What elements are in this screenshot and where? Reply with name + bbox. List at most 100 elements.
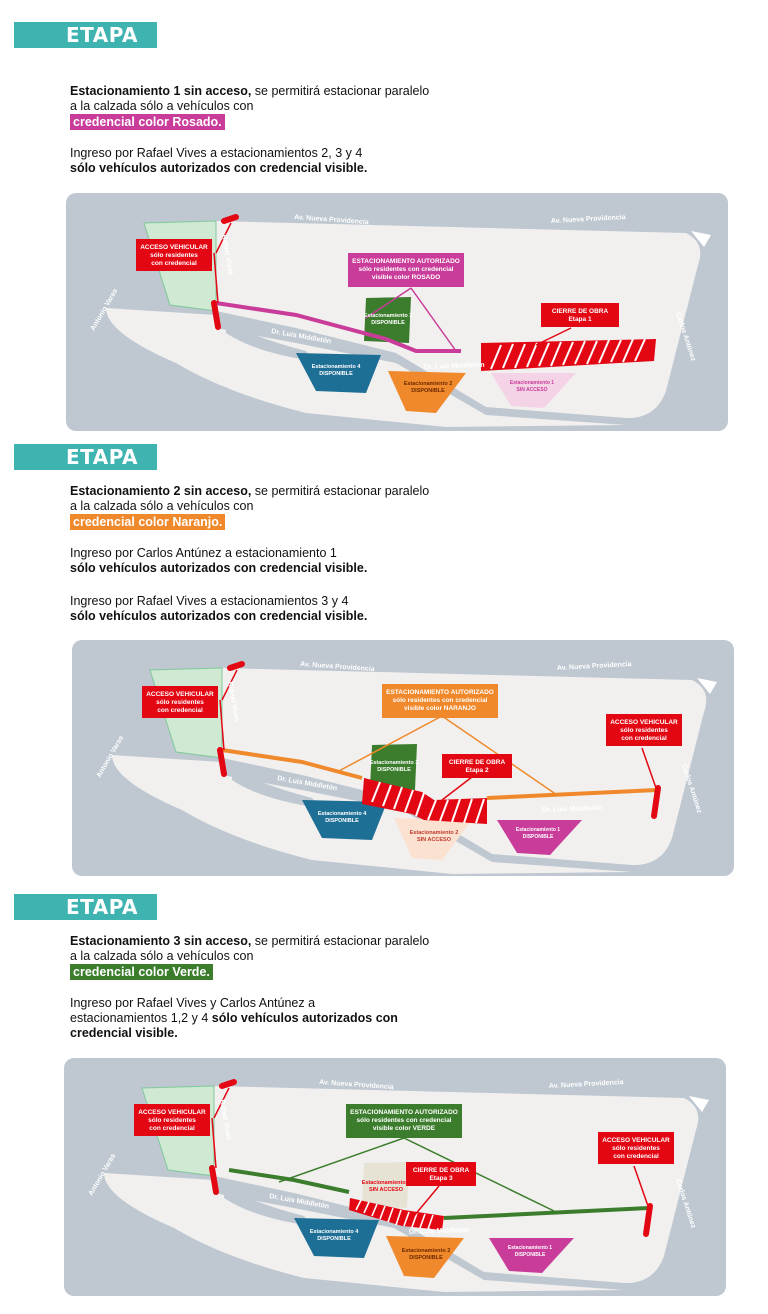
- street-av-nueva-providencia-2: Av. Nueva Providencia: [557, 661, 632, 672]
- street-luis-middleton-2: Dr. Luis Middletón: [424, 362, 485, 371]
- closure-box-line-2: Etapa 3: [429, 1175, 453, 1182]
- lot-3-status: DISPONIBLE: [377, 767, 411, 773]
- closure-box-line-2: Etapa 2: [465, 767, 489, 774]
- lot-3-name: Estacionamiento 3: [370, 760, 419, 766]
- lot-3: [362, 1162, 409, 1208]
- authorized-box-line-2: sólo residentes con credencial: [392, 697, 487, 704]
- lot-2-status: DISPONIBLE: [411, 388, 445, 394]
- lot-4-status: DISPONIBLE: [317, 1236, 351, 1242]
- stage-1-map: ACCESO VEHICULAR sólo residentes con cre…: [66, 193, 728, 431]
- authorized-box-line-2: sólo residentes con credencial: [358, 266, 453, 273]
- closure-box-line-1: CIERRE DE OBRA: [413, 1167, 470, 1174]
- orange-route-east: [486, 788, 658, 800]
- access-box-line-2: sólo residentes: [150, 252, 198, 259]
- stage-3-credential-badge: credencial color Verde.: [70, 964, 213, 980]
- closure-box-line-1: CIERRE DE OBRA: [449, 759, 506, 766]
- lot-4: [294, 1218, 379, 1258]
- closure-box-line-2: Etapa 1: [568, 316, 592, 323]
- authorized-box-line-1: ESTACIONAMIENTO AUTORIZADO: [386, 689, 494, 696]
- access-box-2-line-2: sólo residentes: [612, 1145, 660, 1152]
- lot-2: [386, 1236, 464, 1278]
- stage-2-access-note-1: sólo vehículos autorizados con credencia…: [70, 561, 368, 575]
- stage-1-credential-badge: credencial color Rosado.: [70, 114, 225, 130]
- lot-2-status: DISPONIBLE: [409, 1255, 443, 1261]
- stage-2-access-note-2: sólo vehículos autorizados con credencia…: [70, 609, 368, 623]
- street-av-nueva-providencia-2: Av. Nueva Providencia: [551, 214, 626, 225]
- lot-1: [497, 820, 582, 855]
- stage-3-rest: se permitirá estacionar paralelo a la ca…: [70, 934, 430, 963]
- lot-1: [491, 373, 576, 408]
- lot-4-name: Estacionamiento 4: [312, 364, 362, 370]
- lot-3-status: SIN ACCESO: [369, 1187, 404, 1193]
- street-luis-middleton-2: Dr. Luis Middletón: [409, 1227, 470, 1236]
- authorized-box-line-3: visible color ROSADO: [372, 274, 440, 281]
- access-box-line-3: con credencial: [157, 707, 203, 714]
- lot-1-status: DISPONIBLE: [523, 834, 554, 840]
- lot-2: [394, 818, 472, 860]
- authorized-box-line-1: ESTACIONAMIENTO AUTORIZADO: [352, 258, 460, 265]
- stage-2-paragraph-2: Ingreso por Carlos Antúnez a estacionami…: [70, 546, 430, 576]
- street-av-nueva-providencia-2: Av. Nueva Providencia: [549, 1079, 624, 1090]
- lot-3: [364, 297, 411, 343]
- stage-1-paragraph-1: Estacionamiento 1 sin acceso, se permiti…: [70, 84, 430, 130]
- stage-2-rest: se permitirá estacionar paralelo a la ca…: [70, 484, 430, 513]
- access-box-line-3: con credencial: [149, 1125, 195, 1132]
- closure-box-line-1: CIERRE DE OBRA: [552, 308, 609, 315]
- lot-2-name: Estacionamiento 2: [402, 1248, 451, 1254]
- lot-2-name: Estacionamiento 2: [410, 830, 459, 836]
- lot-4: [296, 353, 381, 393]
- stage-2-lead: Estacionamiento 2 sin acceso,: [70, 484, 252, 498]
- access-box-2-line-1: ACCESO VEHICULAR: [610, 719, 678, 726]
- stage-2-title: ETAPA 2: [14, 444, 157, 495]
- authorized-box-line-1: ESTACIONAMIENTO AUTORIZADO: [350, 1109, 458, 1116]
- stage-3-map: ACCESO VEHICULAR sólo residentes con cre…: [64, 1058, 726, 1296]
- stage-1-access-line: Ingreso por Rafael Vives a estacionamien…: [70, 146, 363, 160]
- lot-4: [302, 800, 387, 840]
- lot-4-name: Estacionamiento 4: [310, 1229, 360, 1235]
- access-box-line-3: con credencial: [151, 260, 197, 267]
- access-box-2-line-3: con credencial: [613, 1153, 659, 1160]
- closure-hatch: [349, 1198, 444, 1230]
- lot-2-status: SIN ACCESO: [417, 837, 452, 843]
- lot-1-name: Estacionamiento 1: [516, 827, 560, 833]
- lot-1-name: Estacionamiento 1: [510, 380, 554, 386]
- access-barrier-bottom: [211, 300, 221, 330]
- authorized-box-line-2: sólo residentes con credencial: [356, 1117, 451, 1124]
- lot-1: [489, 1238, 574, 1273]
- north-arrow-icon: [697, 678, 717, 694]
- hook-road: [226, 323, 314, 361]
- stage-2-map: ACCESO VEHICULAR sólo residentes con cre…: [72, 640, 734, 876]
- street-carlos-antunez: Carlos Antúnez: [674, 1178, 697, 1229]
- green-route-east: [443, 1206, 650, 1220]
- lot-4-status: DISPONIBLE: [319, 371, 353, 377]
- lot-1-status: SIN ACCESO: [517, 387, 548, 393]
- north-arrow-icon: [689, 1096, 709, 1112]
- lot-1-name: Estacionamiento 1: [508, 1245, 552, 1251]
- access-box: [136, 239, 212, 271]
- authorized-box: [348, 253, 464, 287]
- stage-3-access-line: Ingreso por Rafael Vives y Carlos Antúne…: [70, 996, 316, 1025]
- stage-3-lead: Estacionamiento 3 sin acceso,: [70, 934, 252, 948]
- stage-1-title: ETAPA 1: [14, 22, 157, 73]
- stage-3-access-note: sólo vehículos autorizados con credencia…: [70, 1011, 398, 1040]
- access-box-line-1: ACCESO VEHICULAR: [140, 244, 208, 251]
- lot-2: [388, 371, 466, 413]
- lot-1-status: DISPONIBLE: [515, 1252, 546, 1258]
- access-box-line-2: sólo residentes: [148, 1117, 196, 1124]
- lot-3-name: Estacionamiento 3: [364, 313, 413, 319]
- lot-4-name: Estacionamiento 4: [318, 811, 368, 817]
- closure-hatch-stripes: [490, 338, 646, 370]
- access-barrier-east: [651, 785, 661, 819]
- orange-route: [221, 748, 363, 780]
- stage-2-paragraph-3: Ingreso por Rafael Vives a estacionamien…: [70, 594, 430, 624]
- lot-3: [370, 744, 417, 790]
- authorized-box-line-3: visible color NARANJO: [404, 705, 476, 712]
- access-box-line-1: ACCESO VEHICULAR: [138, 1109, 206, 1116]
- closure-box: [541, 303, 619, 327]
- stage-2-access-line-1: Ingreso por Carlos Antúnez a estacionami…: [70, 546, 337, 560]
- lot-3-status: DISPONIBLE: [371, 320, 405, 326]
- green-route: [228, 1168, 350, 1194]
- north-arrow-icon: [691, 231, 711, 247]
- pink-route: [215, 301, 461, 353]
- stage-1-rest: se permitirá estacionar paralelo a la ca…: [70, 84, 430, 113]
